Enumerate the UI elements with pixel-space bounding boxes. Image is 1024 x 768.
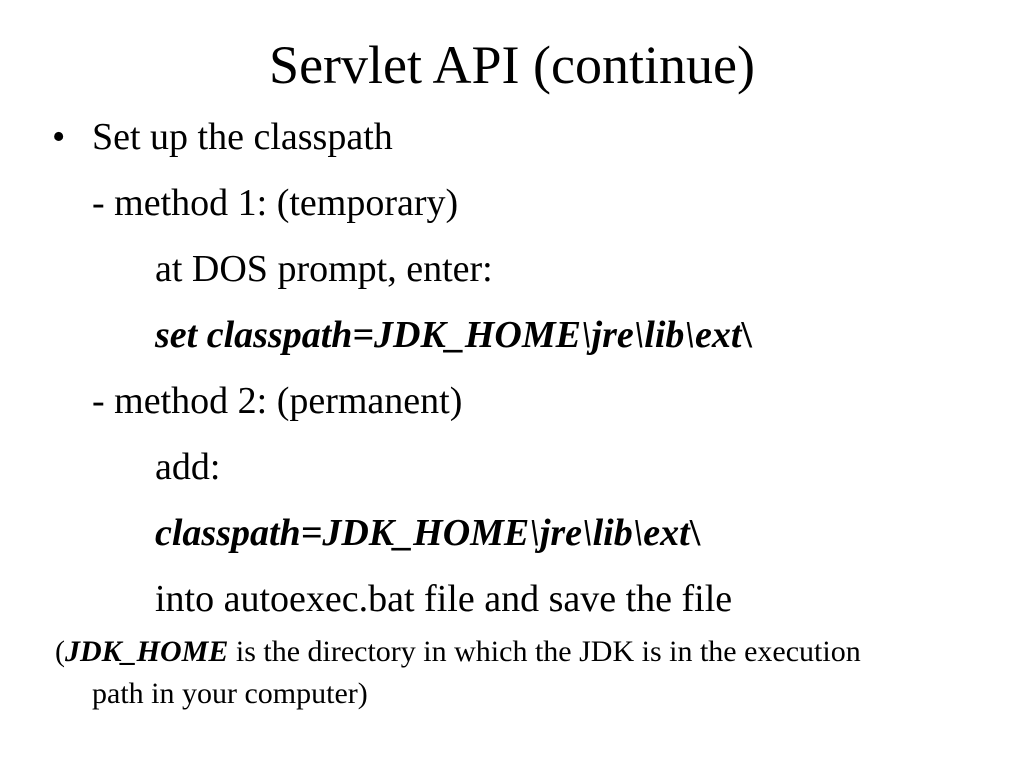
dos-prompt-text: at DOS prompt, enter: — [155, 248, 493, 290]
classpath-setting-tail: \ — [689, 512, 701, 554]
note-jdk-home: JDK_HOME — [65, 635, 229, 668]
autoexec-text: into autoexec.bat file and save the file — [155, 578, 733, 620]
note-rest: is the directory in which the JDK is in … — [228, 635, 861, 668]
set-classpath-command: set classpath=JDK_HOME\jre\lib\ext\ — [155, 311, 752, 359]
classpath-setting-main: classpath=JDK_HOME\jre\lib\ext — [155, 512, 690, 554]
set-classpath-command-tail: \ — [741, 314, 752, 356]
bullet-point: • — [52, 116, 66, 158]
classpath-setting: classpath=JDK_HOME\jre\lib\ext\ — [155, 509, 700, 557]
slide-title: Servlet API (continue) — [269, 35, 755, 95]
note-open-paren: ( — [55, 635, 65, 668]
setup-classpath-text: Set up the classpath — [92, 116, 393, 158]
add-text: add: — [155, 446, 221, 488]
set-classpath-command-main: set classpath=JDK_HOME\jre\lib\ext — [155, 314, 742, 356]
method-2-heading: - method 2: (permanent) — [92, 380, 463, 422]
jdk-home-note-line-2: path in your computer) — [92, 677, 368, 710]
jdk-home-note-line-1: (JDK_HOME is the directory in which the … — [55, 632, 861, 672]
method-1-heading: - method 1: (temporary) — [92, 182, 459, 224]
